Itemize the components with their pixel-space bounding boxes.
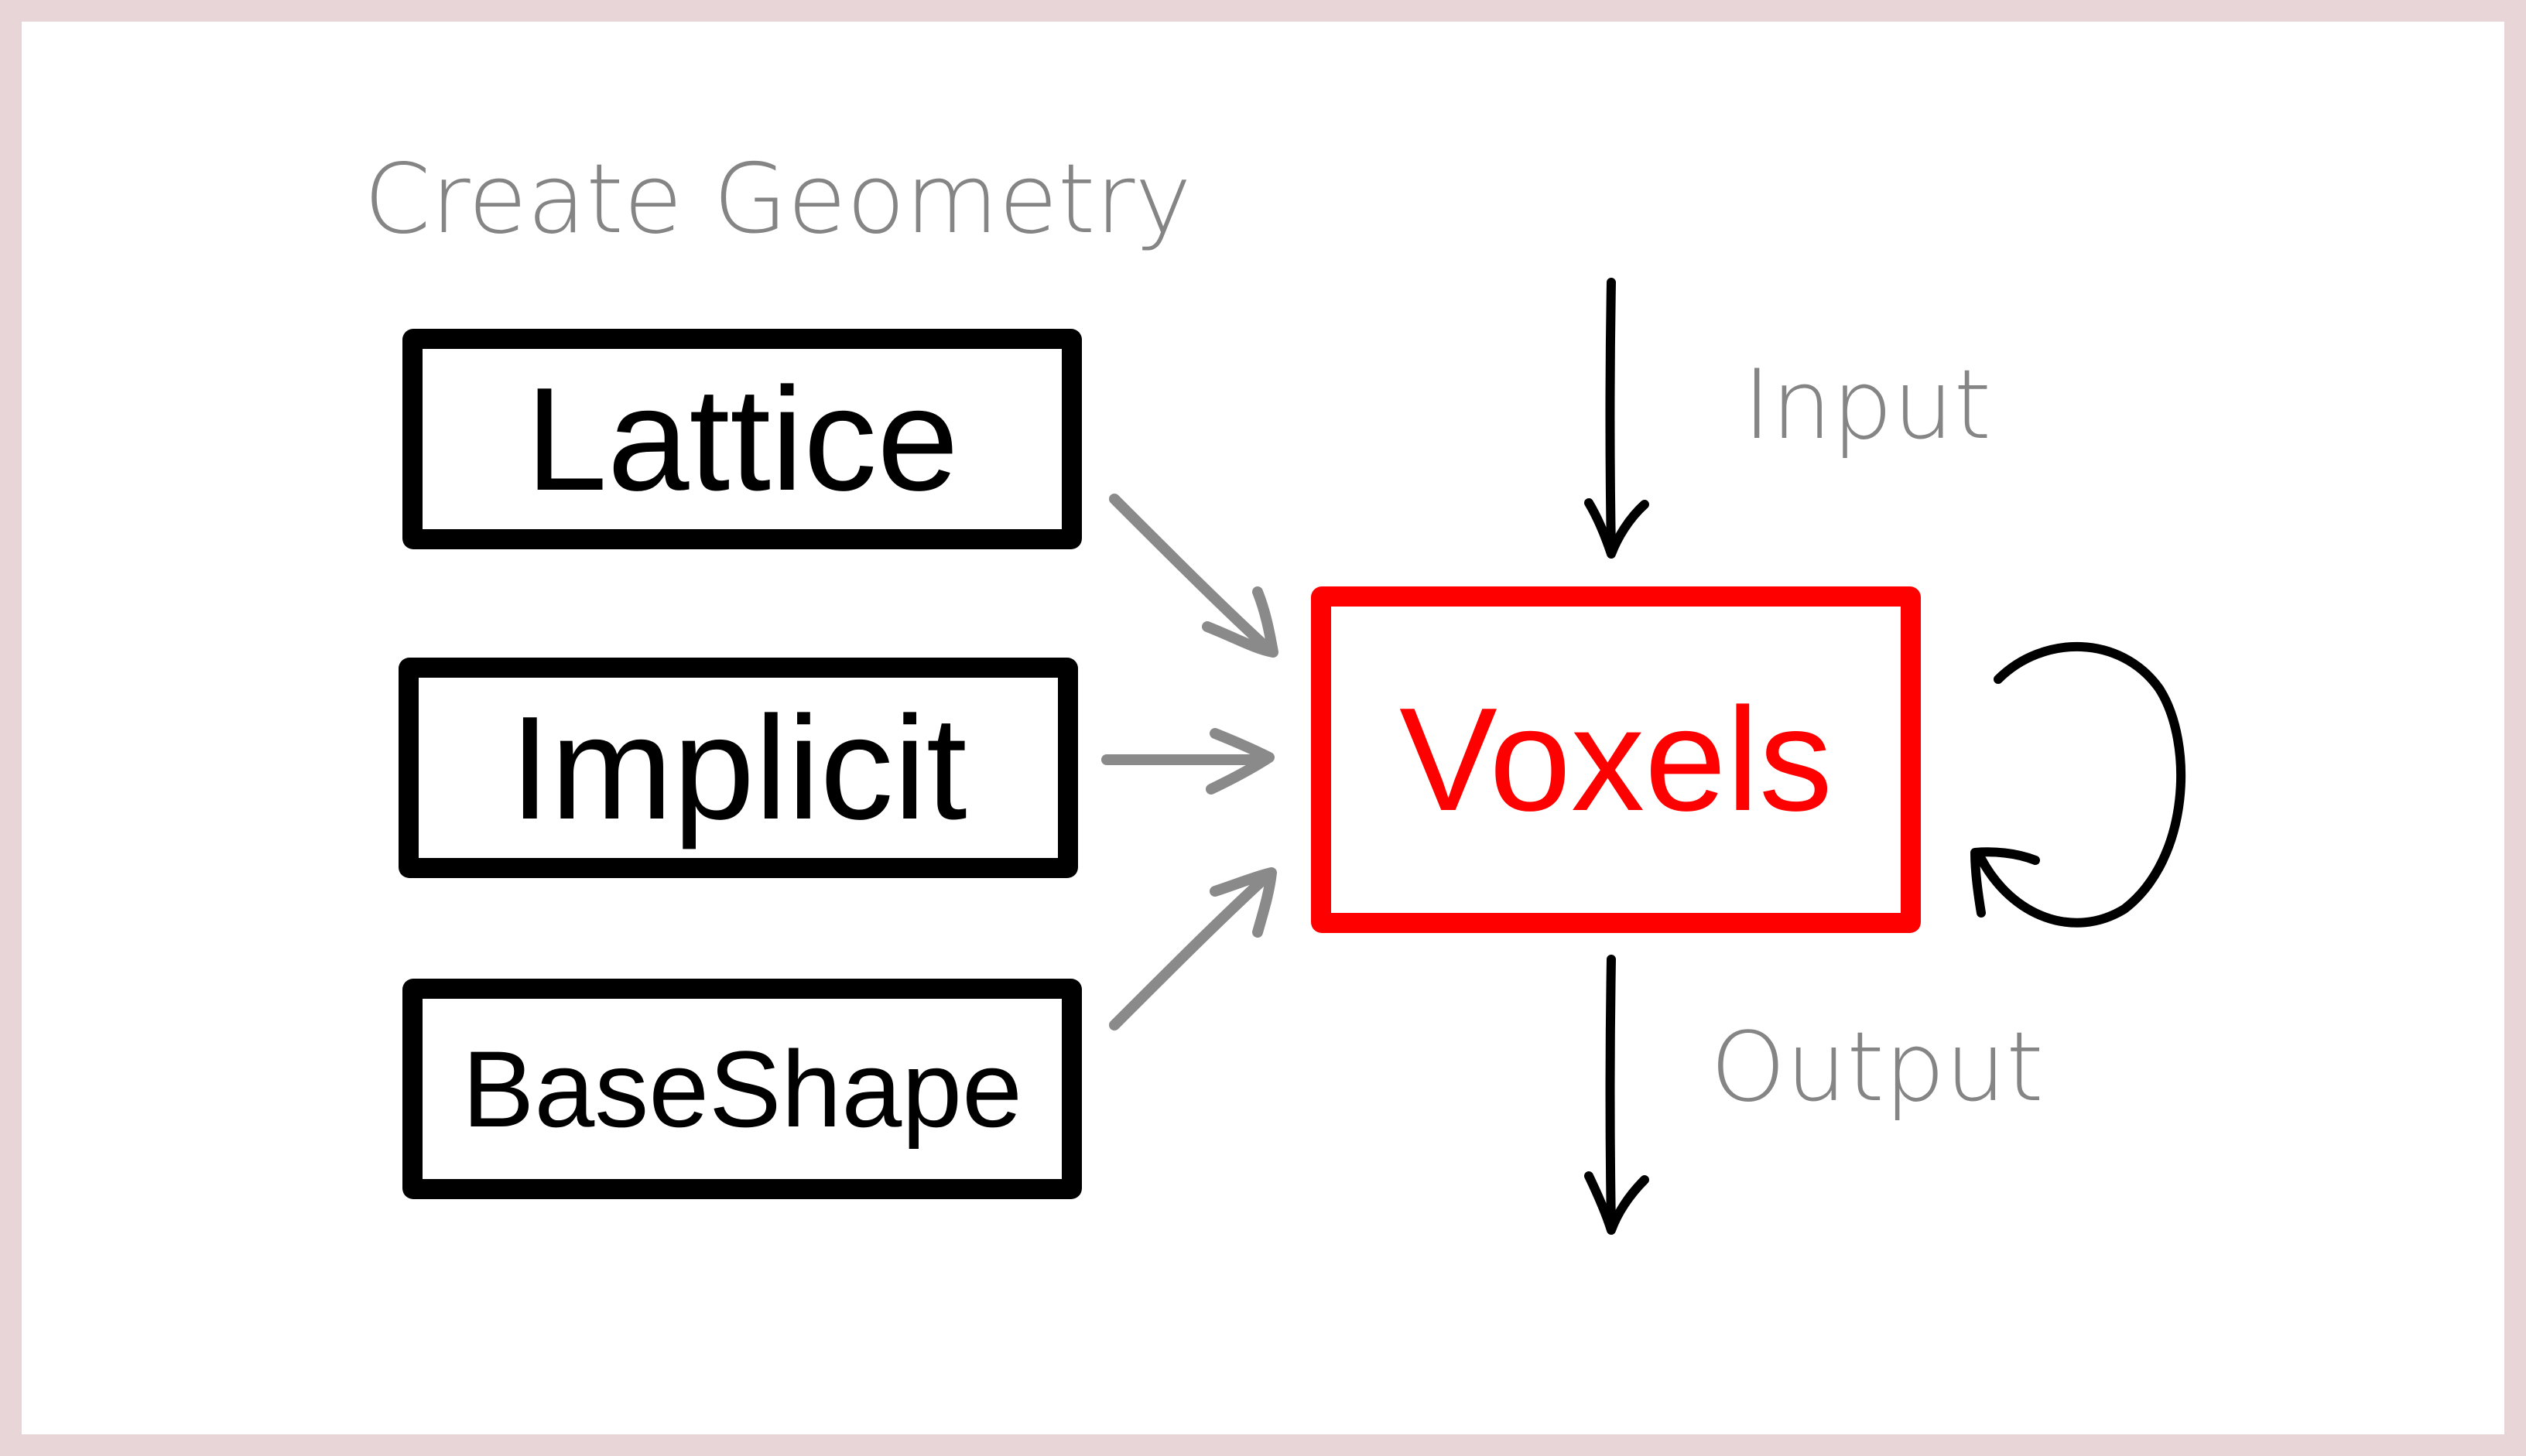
voxels-label: Voxels	[1399, 678, 1833, 842]
output-arrow	[1605, 955, 1616, 1231]
lattice-arrowhead-icon	[1202, 586, 1278, 658]
baseshape-box: BaseShape	[402, 979, 1082, 1199]
lattice-label: Lattice	[525, 357, 959, 521]
implicit-label: Implicit	[509, 685, 967, 850]
output-arrowhead-icon	[1584, 1171, 1649, 1235]
input-arrowhead-icon	[1584, 498, 1649, 559]
output-label: Output	[1710, 1012, 2044, 1123]
loop-arrow	[1977, 641, 2186, 928]
loop-arrowhead-icon	[1970, 847, 2040, 918]
lattice-box: Lattice	[402, 329, 1082, 549]
baseshape-to-voxels-arrow	[1109, 869, 1275, 1030]
baseshape-label: BaseShape	[462, 1027, 1022, 1150]
implicit-arrowhead-icon	[1206, 728, 1275, 795]
diagram-heading: Create Geometry	[364, 144, 1192, 255]
lattice-to-voxels-arrow	[1109, 494, 1275, 655]
voxels-box: Voxels	[1311, 586, 1921, 933]
baseshape-arrowhead-icon	[1210, 867, 1277, 938]
input-arrow	[1605, 278, 1616, 555]
implicit-box: Implicit	[399, 658, 1078, 878]
input-label: Input	[1743, 350, 1992, 461]
